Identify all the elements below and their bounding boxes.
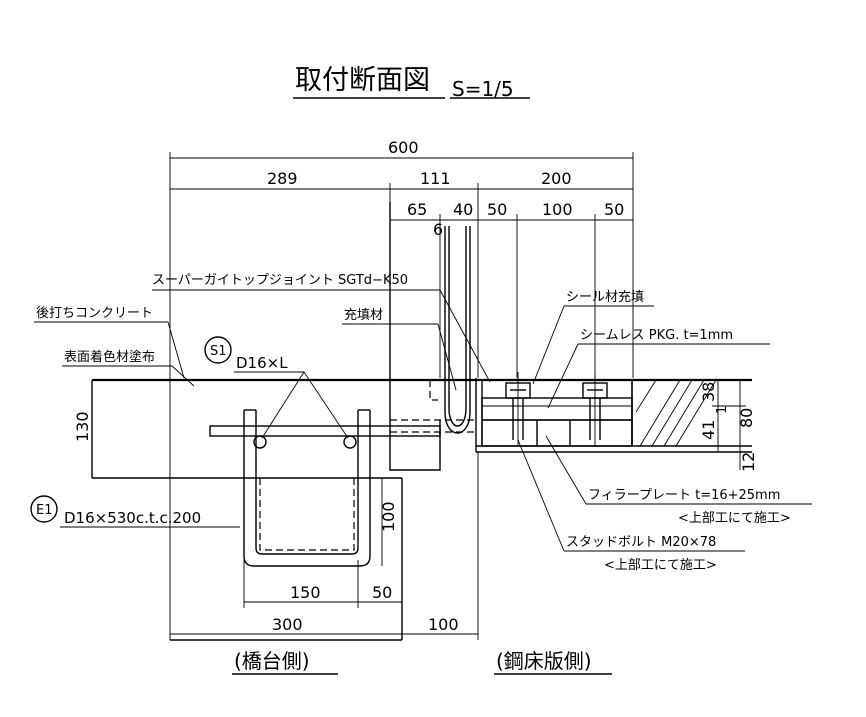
- dim-bar-150: 150: [290, 583, 321, 602]
- dim-h41: 41: [699, 420, 718, 440]
- label-concrete: 後打ちコンクリート: [34, 306, 185, 379]
- dim-right: 200: [541, 169, 572, 188]
- dim-h80: 80: [737, 408, 756, 428]
- filler-label: 充填材: [344, 307, 383, 323]
- stud-bolt-left: [505, 372, 531, 446]
- rebar-s1: [209, 425, 441, 449]
- label-joint: スーパーガイトップジョイント SGTd−K50: [152, 273, 491, 383]
- e1-text: D16×530c.t.c.200: [64, 509, 201, 527]
- drawing-scale: S=1/5: [452, 77, 514, 101]
- seal-fill-label: シール材充填: [566, 289, 644, 305]
- coating-label: 表面着色材塗布: [64, 349, 155, 365]
- dim-mid: 111: [420, 169, 451, 188]
- label-coating: 表面着色材塗布: [62, 349, 195, 387]
- label-stud-bolt: スタッドボルト M20×78 <上部工にて施工>: [517, 439, 745, 573]
- filler-plate-note: <上部工にて施工>: [678, 511, 791, 526]
- dim-h38: 38: [699, 382, 718, 402]
- dim-right-a: 50: [487, 200, 507, 219]
- label-seamless: シームレス PKG. t=1mm: [547, 328, 770, 409]
- dim-bar-50: 50: [372, 583, 392, 602]
- dim-right-b: 100: [542, 200, 573, 219]
- dim-bar-100: 100: [379, 501, 398, 532]
- label-filler-plate: フィラープレート t=16+25mm <上部工にて施工>: [545, 435, 812, 526]
- deck-side-label: (鋼床版側): [496, 649, 592, 673]
- expansion-joint: [389, 202, 483, 471]
- label-seal-fill: シール材充填: [532, 289, 654, 385]
- seamless-label: シームレス PKG. t=1mm: [580, 328, 733, 343]
- bar-dimensions: 150 50 100 300 100: [170, 452, 479, 640]
- dim-h12: 12: [739, 452, 758, 472]
- left-dimension: 130: [73, 380, 93, 478]
- e1-mark-text: E1: [36, 503, 53, 518]
- dim-total: 600: [388, 138, 419, 157]
- s1-marker: [204, 336, 232, 364]
- filler-plate-label: フィラープレート t=16+25mm: [588, 488, 780, 503]
- stud-bolt-label: スタッドボルト M20×78: [566, 535, 716, 550]
- dim-right-c: 50: [604, 200, 624, 219]
- stud-bolt-right: [582, 372, 608, 446]
- abutment-side-label: (橋台側): [234, 649, 310, 673]
- drawing-title: 取付断面図: [295, 65, 430, 96]
- right-dimensions: 38 1 80 41 12: [699, 379, 758, 472]
- label-s1: S1 D16×L: [204, 336, 349, 439]
- dim-base-100: 100: [428, 615, 459, 634]
- concrete-label: 後打ちコンクリート: [36, 306, 153, 321]
- dim-base-300: 300: [272, 615, 303, 634]
- dim-h1: 1: [715, 406, 730, 414]
- label-filler: 充填材: [342, 307, 457, 391]
- stud-bolt-note: <上部工にて施工>: [604, 558, 717, 573]
- label-e1: E1 D16×530c.t.c.200: [30, 495, 240, 528]
- dim-mid-b: 40: [453, 200, 473, 219]
- s1-text: D16×L: [236, 354, 288, 372]
- s1-mark-text: S1: [210, 344, 227, 359]
- dim-depth: 130: [73, 411, 92, 442]
- joint-label: スーパーガイトップジョイント SGTd−K50: [152, 273, 408, 288]
- e1-marker: [30, 495, 58, 523]
- rebar-e1: [243, 409, 371, 567]
- dim-left: 289: [267, 169, 298, 188]
- dim-mid-a: 65: [407, 200, 427, 219]
- steel-deck: [481, 379, 717, 447]
- dim-mid-gap: 6: [433, 220, 443, 239]
